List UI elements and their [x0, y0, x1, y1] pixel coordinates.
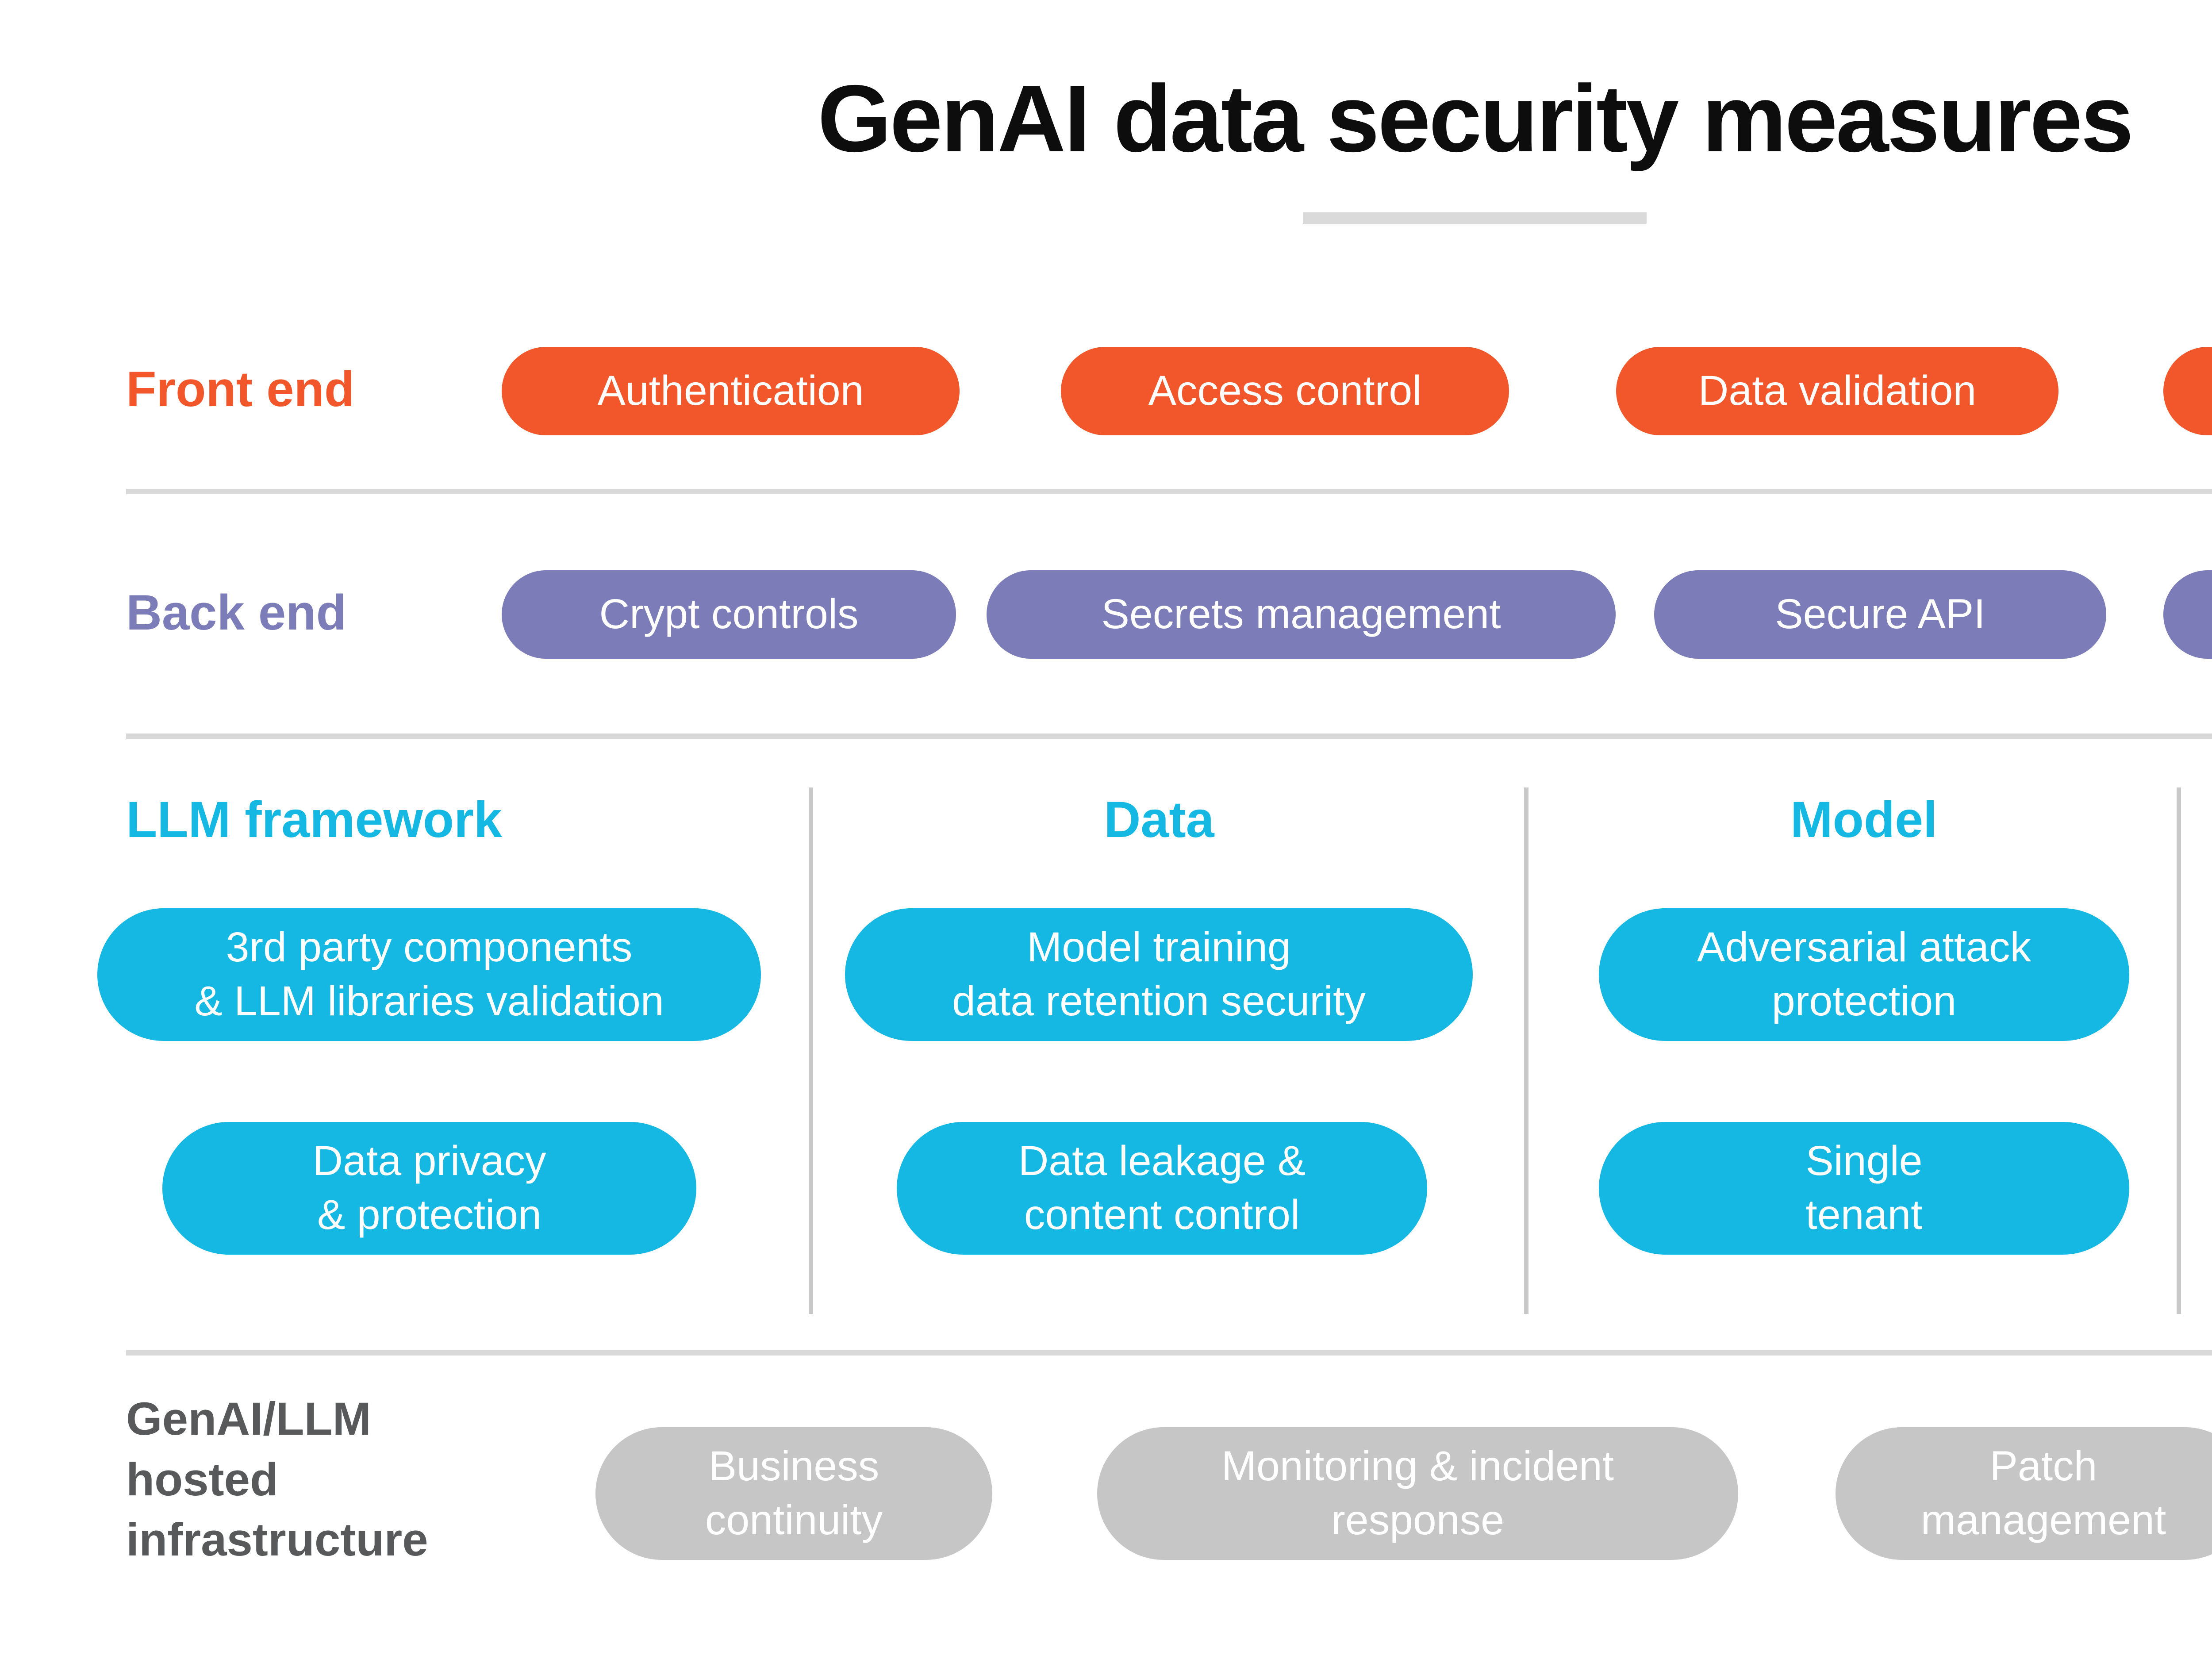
column-divider-3	[2177, 787, 2181, 1314]
pill-authentication: Authentication	[502, 347, 960, 435]
column-divider-2	[1524, 787, 1528, 1314]
pill-response-sanitization: Response sanitization	[2163, 347, 2212, 435]
pill-data-validation: Data validation	[1616, 347, 2058, 435]
row-divider-2	[126, 733, 2212, 739]
column-header-llm-framework: LLM framework	[126, 791, 502, 848]
infrastructure-label: GenAI/LLM hosted infrastructure	[126, 1393, 428, 1566]
pill-monitoring-incident-response: Monitoring & incident response	[1097, 1427, 1738, 1560]
column-header-model: Model	[1790, 791, 1938, 848]
row-divider-3	[126, 1350, 2212, 1356]
row-divider-1	[126, 489, 2212, 494]
page-title: GenAI data security measures	[817, 65, 2134, 172]
pill-crypt-controls: Crypt controls	[502, 570, 956, 659]
pill-data-leakage-content-control: Data leakage & content control	[897, 1122, 1427, 1255]
pill-logging-monitoring: Logging & monitoring	[2163, 570, 2212, 659]
pill-secrets-management: Secrets management	[987, 570, 1616, 659]
front-end-label: Front end	[126, 361, 355, 417]
pill-3rd-party-components: 3rd party components & LLM libraries val…	[97, 908, 761, 1041]
pill-business-continuity: Business continuity	[595, 1427, 992, 1560]
pill-data-privacy-protection: Data privacy & protection	[162, 1122, 696, 1255]
column-divider-1	[809, 787, 813, 1314]
pill-adversarial-attack-protection: Adversarial attack protection	[1599, 908, 2129, 1041]
back-end-label: Back end	[126, 585, 346, 640]
title-underline	[1303, 212, 1647, 224]
pill-patch-management: Patch management	[1836, 1427, 2212, 1560]
pill-access-control: Access control	[1061, 347, 1509, 435]
pill-model-training-data-retention: Model training data retention security	[845, 908, 1473, 1041]
pill-secure-api: Secure API	[1654, 570, 2106, 659]
pill-single-tenant: Single tenant	[1599, 1122, 2129, 1255]
column-header-data: Data	[1104, 791, 1214, 848]
